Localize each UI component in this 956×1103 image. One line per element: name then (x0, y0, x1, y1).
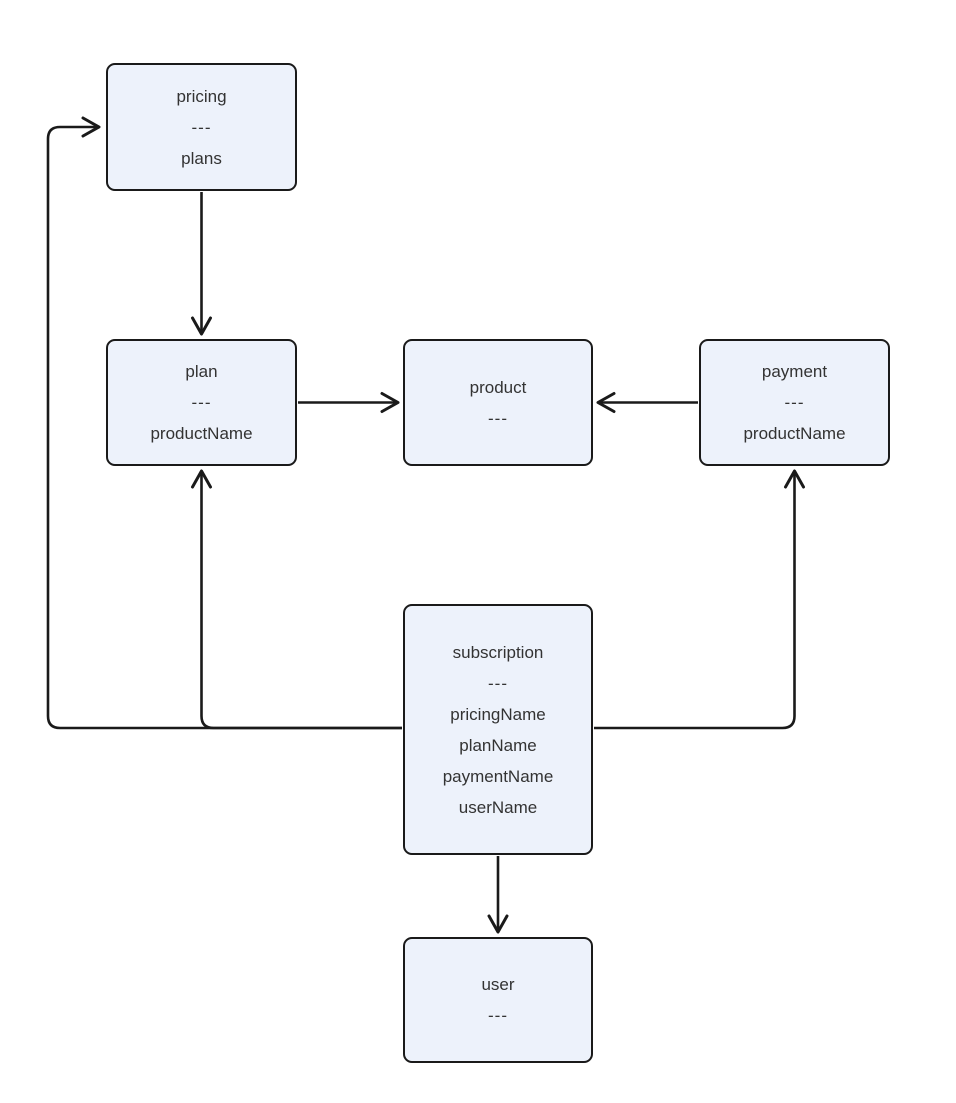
node-product: product --- (403, 339, 593, 466)
node-separator: --- (784, 393, 805, 412)
node-attribute: paymentName (442, 766, 554, 786)
node-attribute: plans (181, 148, 222, 168)
node-title: subscription (452, 642, 544, 662)
node-payment: payment --- productName (699, 339, 890, 466)
edge-subscription-to-payment (594, 469, 805, 730)
node-title: user (481, 975, 515, 994)
edge-subscription-to-plan (191, 469, 402, 730)
node-separator: --- (488, 673, 508, 693)
edge-subscription-to-pricing (46, 116, 402, 730)
node-separator: --- (488, 408, 508, 428)
node-separator: --- (488, 1006, 508, 1025)
node-title: pricing (176, 86, 227, 106)
node-plan: plan --- productName (106, 339, 297, 466)
node-subscription: subscription --- pricingName planName pa… (403, 604, 593, 855)
node-title: product (469, 377, 527, 397)
node-attribute: productName (743, 424, 846, 443)
node-title: plan (185, 362, 218, 381)
node-attribute: pricingName (450, 704, 546, 724)
node-pricing: pricing --- plans (106, 63, 297, 191)
node-attribute: userName (458, 797, 538, 817)
node-attribute: productName (150, 424, 253, 443)
node-separator: --- (191, 117, 212, 137)
node-title: payment (761, 362, 828, 381)
node-user: user --- (403, 937, 593, 1063)
node-attribute: planName (459, 735, 537, 755)
node-separator: --- (191, 393, 212, 412)
